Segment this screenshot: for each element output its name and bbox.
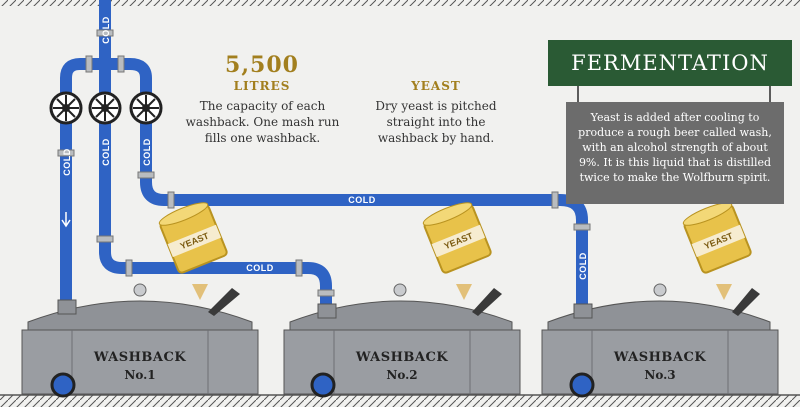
capacity-value: 5,500 — [225, 52, 299, 78]
valve-wheels — [49, 91, 163, 125]
capacity-description: The capacity of each washback. One mash … — [185, 99, 340, 145]
cold-label-left: COLD — [62, 148, 72, 176]
pipe-joints — [57, 29, 591, 297]
pipe-to-tank3 — [105, 58, 588, 312]
washback-3-name: WASHBACK — [613, 350, 707, 365]
ceiling-hatch — [0, 0, 800, 6]
cold-label-mid-run: COLD — [246, 263, 274, 273]
pipe-left-to-tank1 — [60, 58, 105, 310]
cold-label-tank3: COLD — [578, 252, 588, 280]
cold-label-top-run: COLD — [348, 195, 376, 205]
capacity-unit: LITRES — [233, 79, 291, 93]
cold-label-main: COLD — [101, 16, 111, 44]
fermentation-banner: FERMENTATION — [548, 40, 792, 86]
washback-tank-3 — [541, 283, 779, 398]
valve-3 — [129, 91, 163, 125]
yeast-bag-2: YEAST — [422, 202, 502, 316]
cold-label-right: COLD — [142, 138, 152, 166]
washback-1-name: WASHBACK — [93, 350, 187, 365]
flow-arrow-icon — [61, 212, 71, 228]
pipe-network — [60, 0, 588, 312]
washback-1-number: No.1 — [124, 368, 156, 382]
floor-hatch — [0, 395, 800, 407]
pipe-labels: COLD COLD COLD COLD COLD COLD COLD — [62, 16, 588, 280]
banner-notch-right — [792, 40, 800, 86]
pipe-to-tank2 — [99, 72, 332, 312]
washback-tank-1 — [21, 283, 259, 398]
yeast-bag-1: YEAST — [158, 202, 240, 316]
fermentation-note: Yeast is added after cooling to produce … — [566, 102, 784, 204]
banner-notch-left — [540, 40, 548, 86]
washback-3-number: No.3 — [644, 368, 676, 382]
yeast-bags: YEAST YEAST YEAST — [158, 202, 760, 316]
cold-label-middle: COLD — [101, 138, 111, 166]
valve-1 — [49, 91, 83, 125]
yeast-heading: YEAST — [411, 79, 461, 93]
valve-2 — [88, 91, 122, 125]
washback-tanks — [21, 283, 779, 398]
washback-tank-2 — [283, 283, 521, 398]
washback-2-name: WASHBACK — [355, 350, 449, 365]
yeast-description: Dry yeast is pitched straight into the w… — [375, 99, 497, 145]
yeast-bag-3: YEAST — [682, 202, 760, 316]
washback-2-number: No.2 — [386, 368, 418, 382]
